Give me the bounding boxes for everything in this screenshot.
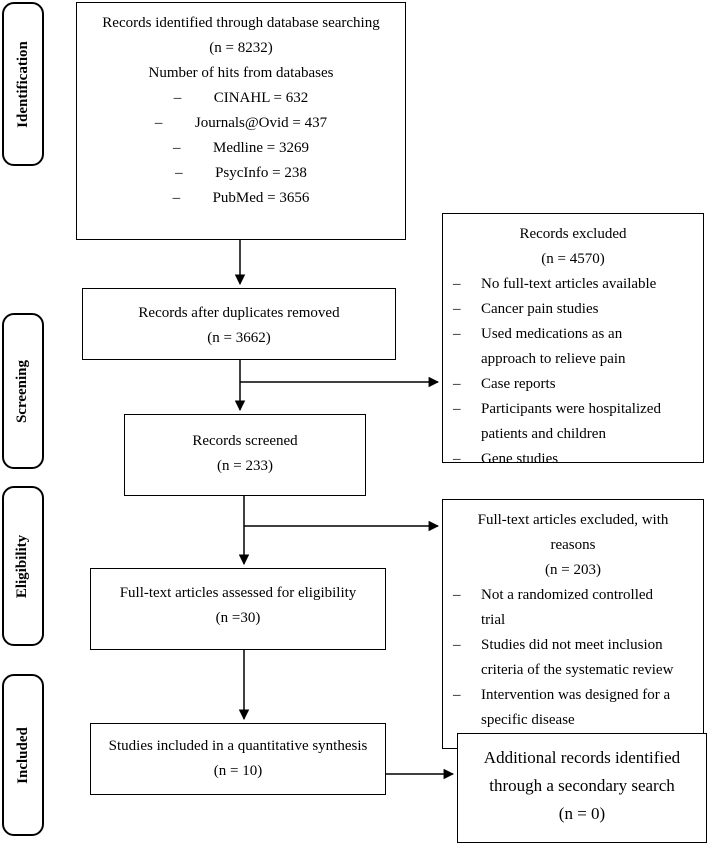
- studies-included-count: (n = 10): [213, 763, 263, 779]
- records-identified-box: Records identified through database sear…: [76, 2, 406, 240]
- database-hits-subtitle: Number of hits from databases: [148, 65, 334, 81]
- eligibility-assessed-title: Full-text articles assessed for eligibil…: [119, 585, 357, 601]
- studies-included-title: Studies included in a quantitative synth…: [108, 738, 368, 754]
- list-item: –Case reports: [453, 376, 556, 392]
- additional-records-title-1: Additional records identified: [483, 748, 681, 767]
- records-excluded-count: (n = 4570): [541, 251, 605, 267]
- fulltext-excluded-title-2: reasons: [550, 537, 596, 553]
- list-item: –PsycInfo = 238: [175, 165, 307, 181]
- records-excluded-box: Records excluded (n = 4570) –No full-tex…: [442, 213, 704, 467]
- additional-records-title-2: through a secondary search: [489, 776, 675, 795]
- records-excluded-title: Records excluded: [519, 226, 627, 242]
- stage-label-identification: Identification: [2, 2, 44, 166]
- eligibility-assessed-box: Full-text articles assessed for eligibil…: [90, 568, 386, 650]
- records-screened-box: Records screened (n = 233): [124, 414, 366, 496]
- list-item: –No full-text articles available: [453, 276, 657, 292]
- stage-label-eligibility: Eligibility: [2, 486, 44, 646]
- fulltext-excluded-title-1: Full-text articles excluded, with: [477, 512, 669, 528]
- list-item: –Gene studies: [453, 451, 559, 467]
- additional-records-box: Additional records identified through a …: [457, 733, 707, 843]
- stage-label-included: Included: [2, 674, 44, 836]
- records-identified-title: Records identified through database sear…: [102, 15, 380, 31]
- list-item: –Cancer pain studies: [453, 301, 599, 317]
- additional-records-count: (n = 0): [558, 804, 606, 823]
- studies-included-box: Studies included in a quantitative synth…: [90, 723, 386, 795]
- duplicates-removed-title: Records after duplicates removed: [138, 305, 340, 321]
- fulltext-excluded-box: Full-text articles excluded, with reason…: [442, 499, 704, 749]
- duplicates-removed-count: (n = 3662): [207, 330, 271, 346]
- records-identified-count: (n = 8232): [209, 40, 273, 56]
- list-item: –PubMed = 3656: [172, 190, 310, 206]
- list-item: –Medline = 3269: [173, 140, 309, 156]
- records-screened-title: Records screened: [192, 433, 298, 449]
- eligibility-assessed-count: (n =30): [215, 610, 261, 626]
- list-item: –Journals@Ovid = 437: [154, 115, 328, 131]
- fulltext-excluded-count: (n = 203): [545, 562, 601, 578]
- list-item: –CINAHL = 632: [173, 90, 309, 106]
- duplicates-removed-box: Records after duplicates removed (n = 36…: [82, 288, 396, 360]
- database-hits-list: –CINAHL = 632 –Journals@Ovid = 437 –Medl…: [77, 86, 405, 211]
- stage-label-screening: Screening: [2, 313, 44, 469]
- records-screened-count: (n = 233): [217, 458, 273, 474]
- exclusion-reasons-list: –No full-text articles available –Cancer…: [443, 272, 703, 472]
